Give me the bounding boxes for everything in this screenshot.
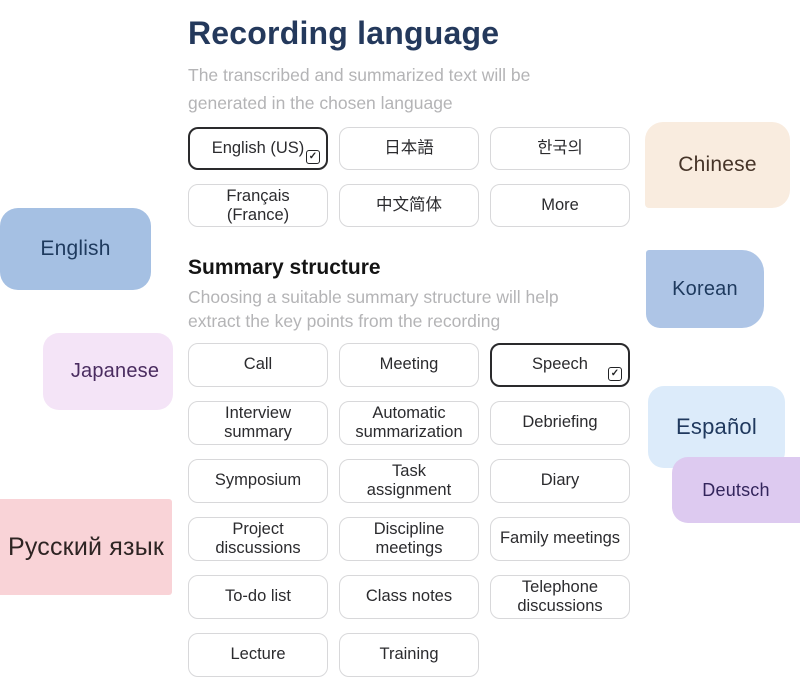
summary-option-to-do-list[interactable]: To-do list	[188, 574, 328, 619]
floating-label-deutsch: Deutsch	[672, 457, 800, 523]
summary-option-discipline-meetings[interactable]: Discipline meetings	[339, 516, 479, 561]
floating-label-espanol: Español	[648, 386, 785, 468]
summary-option-automatic-summarization[interactable]: Automatic summarization	[339, 400, 479, 445]
summary-option-speech[interactable]: Speech ✓	[490, 342, 630, 387]
checked-checkbox-icon: ✓	[306, 150, 320, 165]
summary-option-lecture[interactable]: Lecture	[188, 632, 328, 677]
checked-checkbox-icon: ✓	[608, 366, 622, 381]
language-option-french-france[interactable]: Français (France)	[188, 184, 328, 228]
summary-structure-subtitle: Choosing a suitable summary structure wi…	[188, 287, 559, 332]
summary-option-label: Speech	[532, 355, 588, 374]
summary-option-label: Training	[379, 645, 439, 664]
summary-option-label: Family meetings	[499, 529, 621, 548]
summary-option-family-meetings[interactable]: Family meetings	[490, 516, 630, 561]
summary-option-label: Interview summary	[224, 403, 292, 441]
language-option-label: 日本語	[384, 139, 434, 158]
summary-option-class-notes[interactable]: Class notes	[339, 574, 479, 619]
summary-structure-title: Summary structure	[188, 256, 381, 280]
summary-option-label: Project discussions	[215, 519, 301, 557]
language-option-label: More	[541, 196, 579, 215]
summary-option-label: Telephone discussions	[517, 577, 603, 615]
floating-label-chinese: Chinese	[645, 122, 790, 208]
language-option-label: English (US)	[211, 139, 305, 158]
summary-option-training[interactable]: Training	[339, 632, 479, 677]
summary-option-interview-summary[interactable]: Interview summary	[188, 400, 328, 445]
language-option-label: Français (France)	[226, 186, 290, 224]
summary-option-label: Automatic summarization	[355, 403, 463, 441]
summary-option-label: Call	[243, 355, 273, 374]
summary-option-symposium[interactable]: Symposium	[188, 458, 328, 503]
language-option-label: 中文简体	[376, 196, 442, 215]
summary-option-diary[interactable]: Diary	[490, 458, 630, 503]
summary-option-task-assignment[interactable]: Task assignment	[339, 458, 479, 503]
page-subtitle: The transcribed and summarized text will…	[188, 65, 531, 113]
language-option-chinese-simplified[interactable]: 中文简体	[339, 184, 479, 228]
summary-option-label: To-do list	[224, 587, 292, 606]
summary-option-call[interactable]: Call	[188, 342, 328, 387]
language-grid: English (US) ✓ 日本語 한국의 Français (France)…	[188, 127, 632, 228]
language-option-korean[interactable]: 한국의	[490, 127, 630, 171]
summary-option-label: Lecture	[230, 645, 286, 664]
floating-label-korean: Korean	[646, 250, 764, 328]
summary-option-label: Diary	[540, 471, 580, 490]
floating-label-english: English	[0, 208, 151, 290]
summary-option-debriefing[interactable]: Debriefing	[490, 400, 630, 445]
summary-option-project-discussions[interactable]: Project discussions	[188, 516, 328, 561]
summary-option-meeting[interactable]: Meeting	[339, 342, 479, 387]
language-option-label: 한국의	[537, 139, 583, 158]
summary-option-telephone-discussions[interactable]: Telephone discussions	[490, 574, 630, 619]
summary-option-label: Task assignment	[366, 461, 452, 499]
language-option-japanese[interactable]: 日本語	[339, 127, 479, 171]
summary-structure-grid: Call Meeting Speech ✓ Interview summary …	[188, 342, 632, 677]
summary-option-label: Meeting	[379, 355, 439, 374]
language-option-english-us[interactable]: English (US) ✓	[188, 127, 328, 171]
language-option-more[interactable]: More	[490, 184, 630, 228]
summary-option-label: Symposium	[214, 471, 302, 490]
page-title: Recording language	[188, 15, 500, 51]
summary-option-label: Class notes	[365, 587, 453, 606]
floating-label-russian: Русский язык	[0, 499, 172, 595]
summary-option-label: Discipline meetings	[373, 519, 445, 557]
settings-panel: Recording language The transcribed and s…	[188, 0, 632, 677]
summary-option-label: Debriefing	[522, 413, 598, 432]
floating-label-japanese: Japanese	[43, 333, 173, 410]
